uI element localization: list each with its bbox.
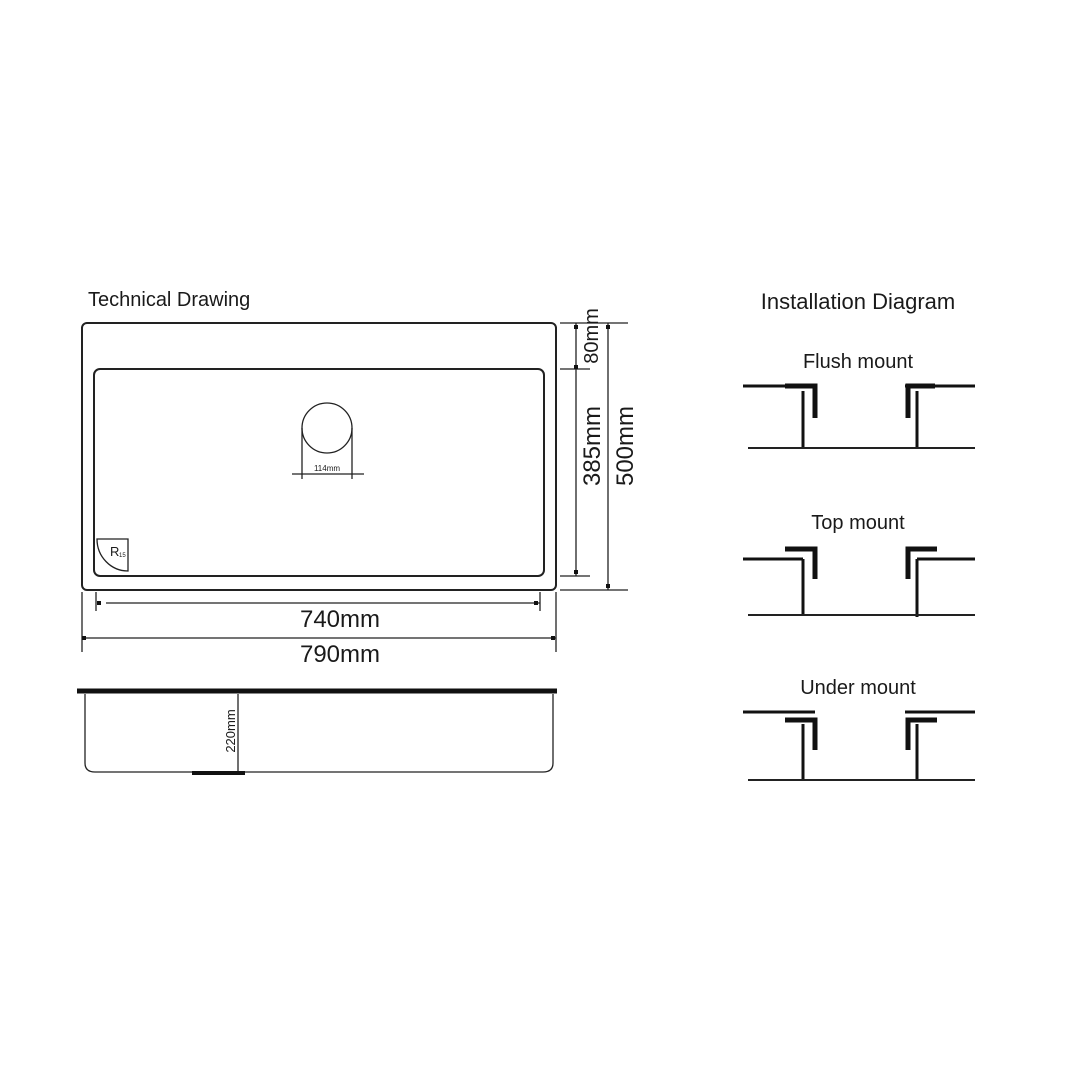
bowl-length-label: 385mm [579, 406, 606, 486]
technical-drawing: Technical Drawing 114mm R 15 80mm [77, 289, 639, 775]
drain-hole: 114mm [292, 402, 364, 479]
sink-outer-outline [81, 322, 557, 591]
vertical-dimensions: 80mm 385mm 500mm [560, 308, 639, 591]
bowl-depth-label: 220mm [223, 709, 238, 752]
under-mount-label: Under mount [800, 677, 916, 699]
overall-width-label: 790mm [300, 641, 380, 668]
technical-drawing-title: Technical Drawing [88, 289, 250, 311]
top-mount-label: Top mount [811, 512, 905, 534]
corner-radius-value: 15 [119, 553, 126, 559]
flush-mount-label: Flush mount [803, 351, 913, 373]
bowl-width-label: 740mm [300, 606, 380, 633]
corner-radius-marker: R 15 [96, 538, 129, 572]
drain-circle [301, 402, 353, 454]
drain-diameter-label: 114mm [314, 464, 340, 473]
side-view: 220mm [77, 688, 557, 775]
overall-length-label: 500mm [612, 406, 639, 486]
top-mount-diagram: Top mount [743, 512, 975, 617]
corner-radius-letter: R [110, 544, 119, 559]
installation-diagram: Installation Diagram Flush mount Top mou… [743, 289, 975, 781]
rim-depth-label: 80mm [581, 308, 603, 364]
installation-title: Installation Diagram [761, 289, 955, 314]
sink-bowl-outline [93, 368, 545, 577]
horizontal-dimensions: 740mm 790mm [81, 592, 557, 668]
flush-mount-diagram: Flush mount [743, 351, 975, 449]
under-mount-diagram: Under mount [743, 677, 975, 781]
